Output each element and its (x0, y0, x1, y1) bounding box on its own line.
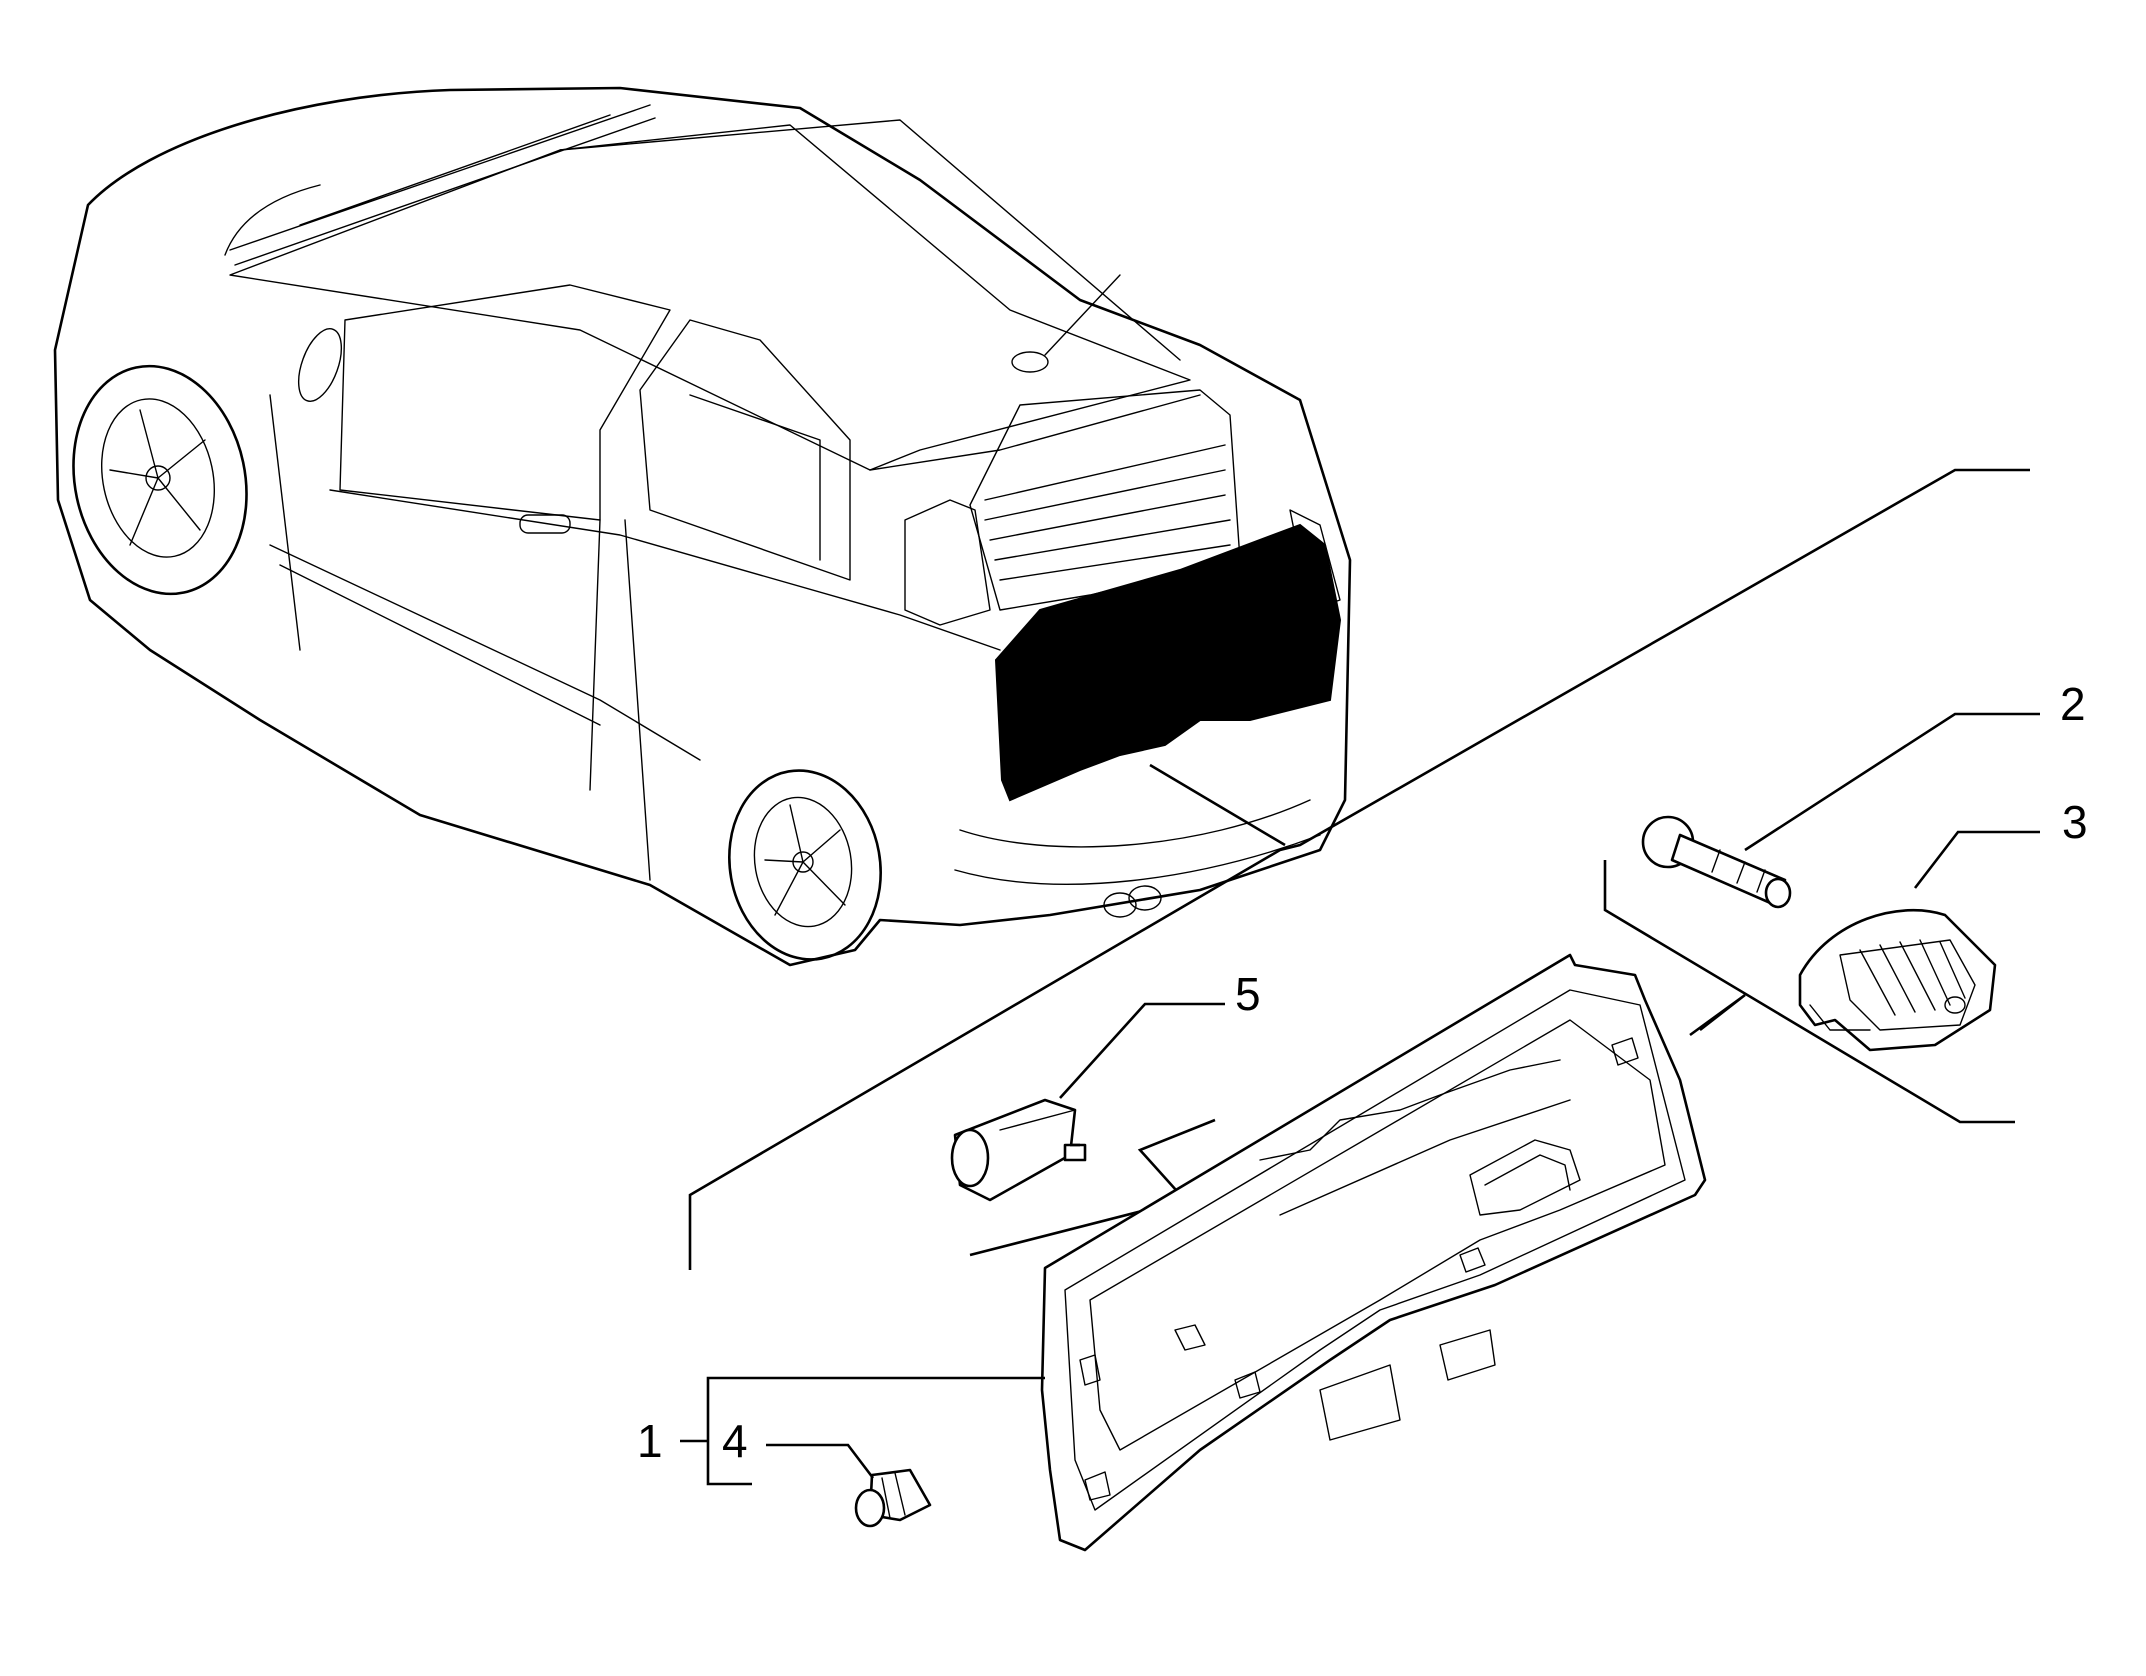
exploded-view-frame-top (688, 468, 2030, 1270)
callout-5-leader (1059, 1002, 1225, 1099)
exploded-view-frame-right (1603, 860, 2015, 1124)
callout-4-leader (766, 1443, 875, 1479)
callout-number-4: 4 (722, 1415, 748, 1467)
tailgate-trim-panel-part (1040, 953, 1707, 1552)
callout-number-1: 1 (637, 1415, 663, 1467)
plate-light-part (1798, 908, 1997, 1052)
exploded-view-break-right (1689, 993, 1746, 1037)
push-clip-part (854, 1468, 932, 1528)
callout-3-leader (1913, 830, 2040, 889)
car-illustration (53, 86, 1352, 967)
callout-number-5: 5 (1235, 968, 1261, 1020)
exploded-view-break-left (969, 1118, 1216, 1257)
bolt-part (1641, 815, 1792, 909)
callout-1-bracket (706, 1376, 1045, 1486)
callout-number-3: 3 (2062, 796, 2088, 848)
bumper-stop-part (950, 1098, 1087, 1202)
callout-number-2: 2 (2060, 678, 2086, 730)
callout-2-leader (1744, 712, 2040, 852)
panel-leader-line (1149, 763, 1286, 847)
highlighted-tailgate-panel (994, 523, 1342, 802)
